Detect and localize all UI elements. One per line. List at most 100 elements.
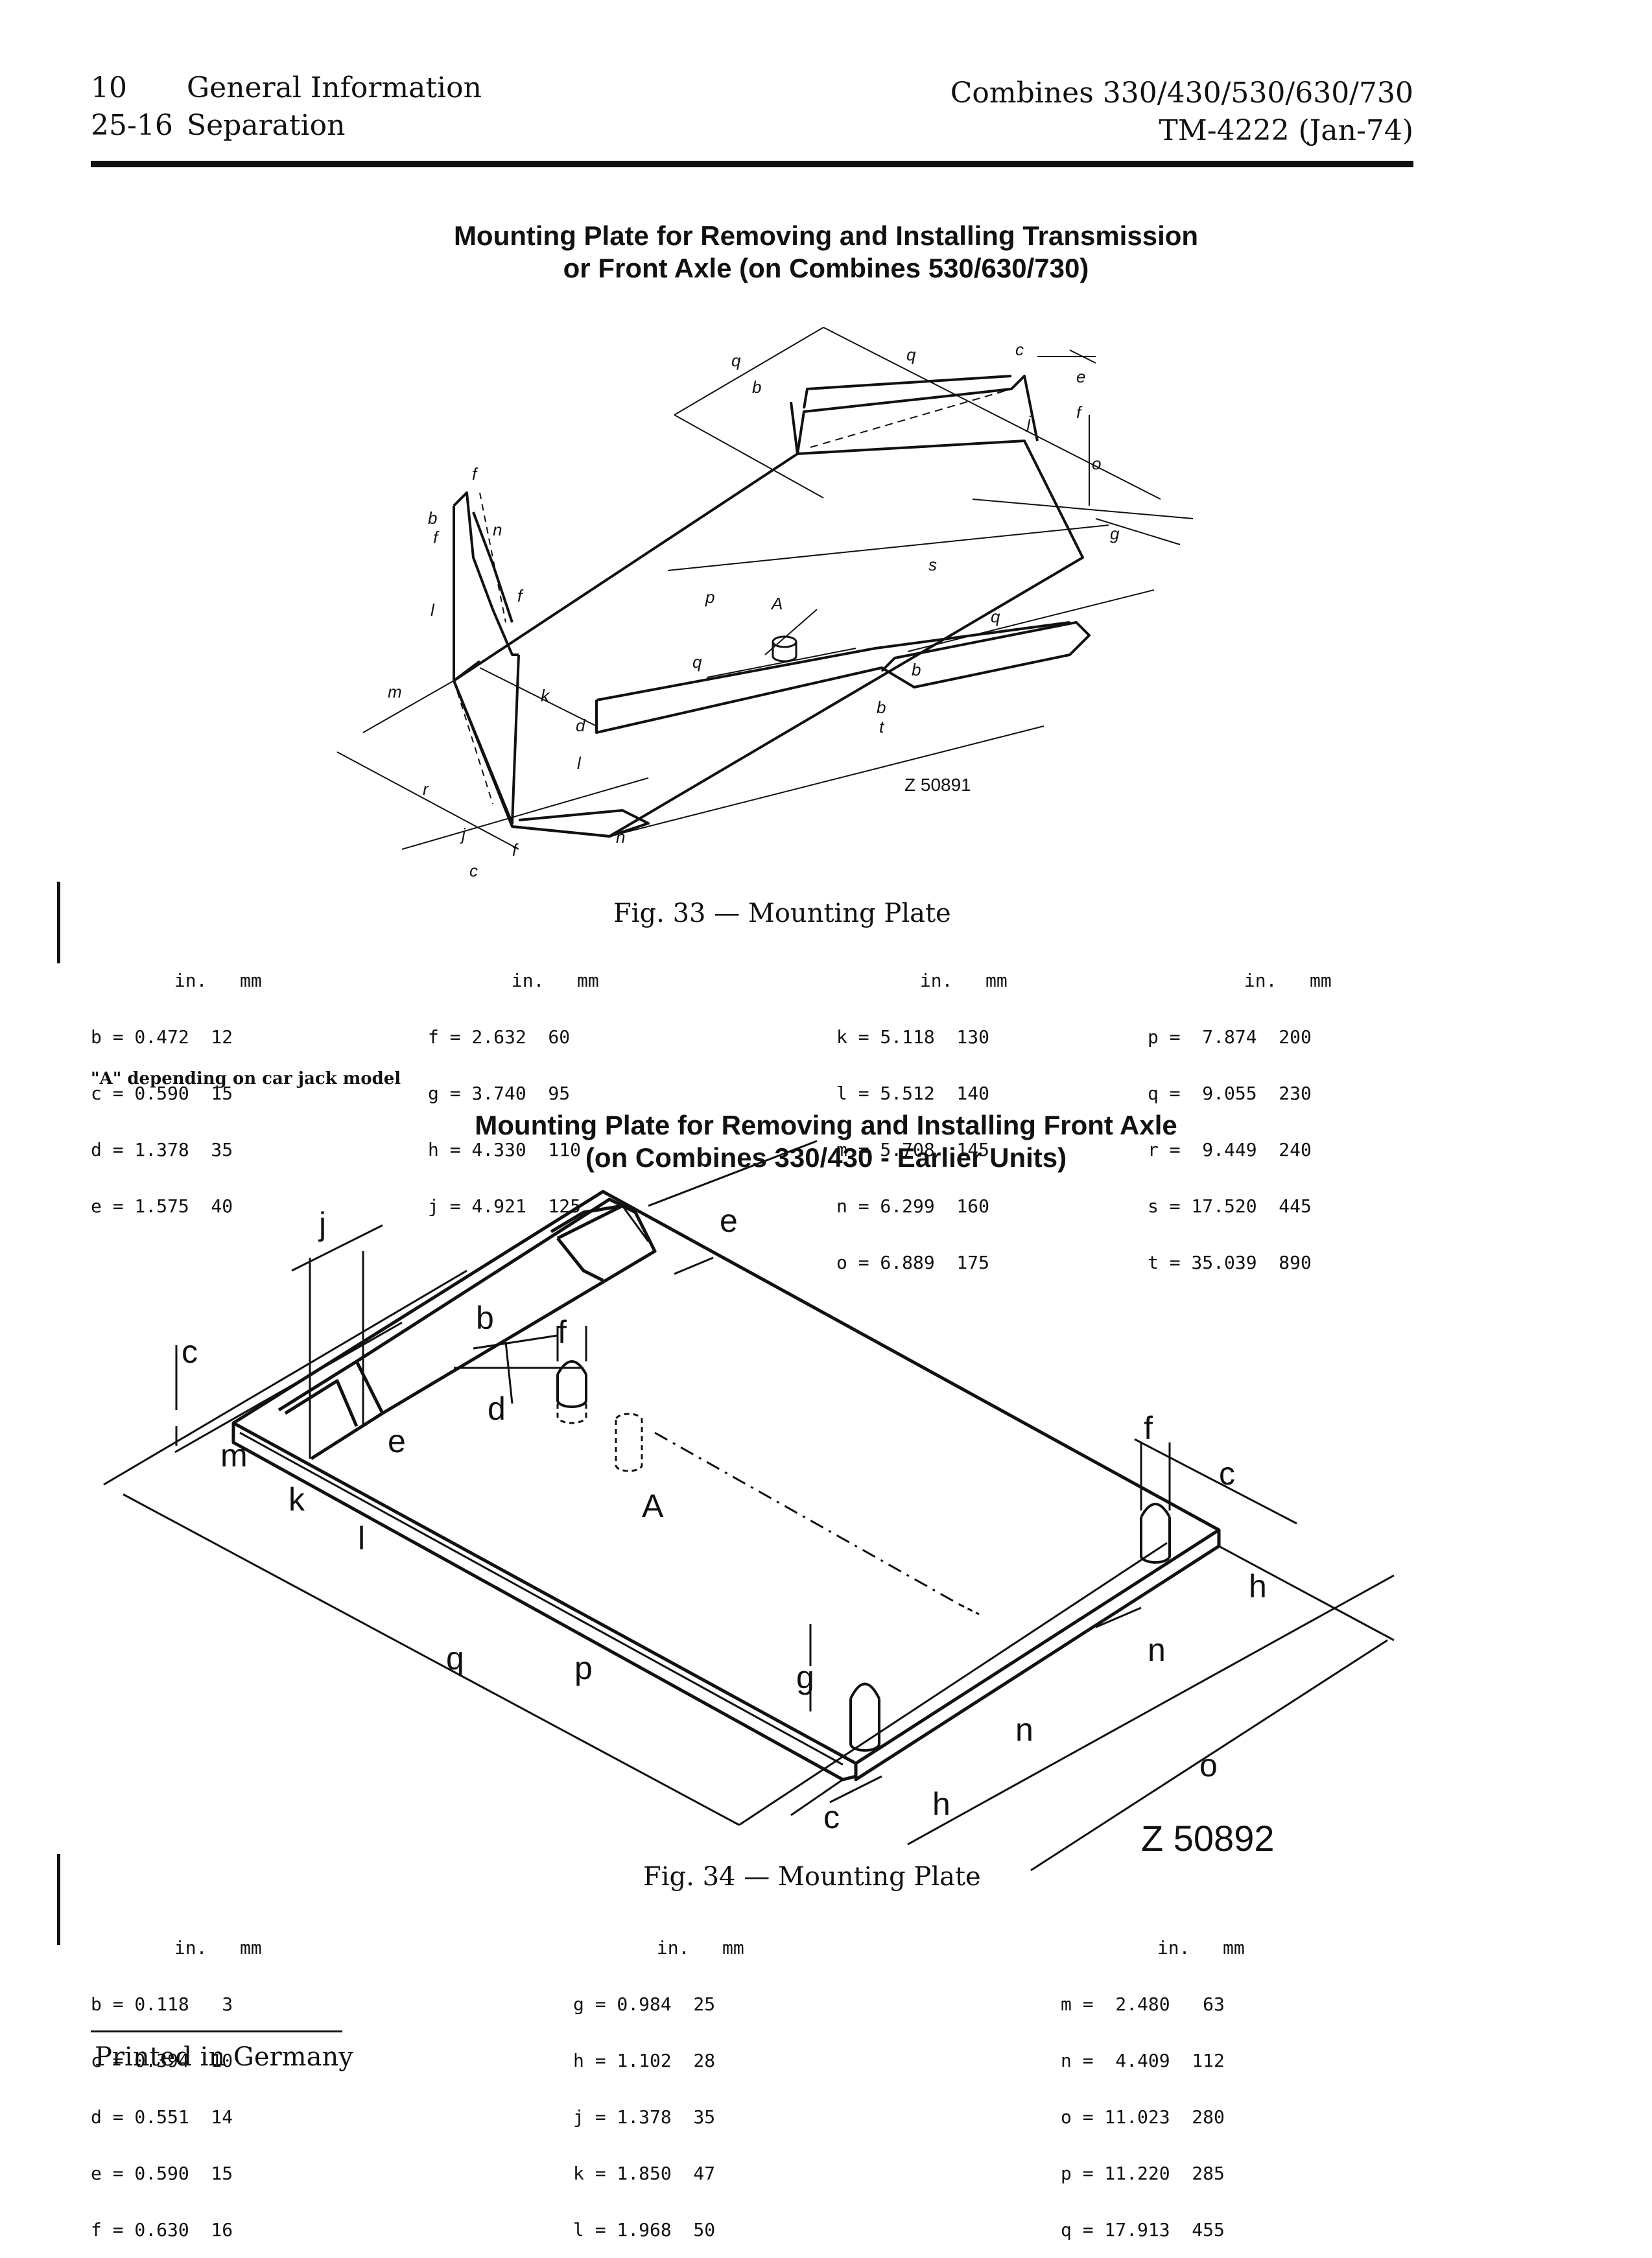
fig33-row-e: e = 1.575 40 [91,1195,233,1217]
fig34-label-f2: f [1144,1410,1153,1446]
fig34-plate-outline [231,1190,1221,1765]
fig33-label-j2: j [460,825,466,844]
fig34-label-A: A [642,1488,664,1524]
fig33-row-j: j = 4.921 125 [428,1195,582,1217]
fig33-row-q: q = 9.055 230 [1148,1083,1312,1104]
fig33-label-q4: q [692,652,702,672]
fig33-label-f4: f [517,586,524,606]
fig33-label-f3: f [433,528,440,547]
fig33-label-r: r [423,779,429,799]
fig34-label-c1: c [182,1334,198,1370]
fig33-label-q1: q [731,351,741,370]
fig34-row-h: h = 1.102 28 [573,2050,716,2071]
fig34-label-b: b [476,1300,494,1336]
fig34-label-j: j [318,1206,326,1242]
fig33-label-s: s [928,555,937,574]
fig34-label-c3: c [823,1799,840,1835]
fig34-label-m: m [220,1437,248,1474]
fig33-row-f: f = 2.632 60 [428,1026,571,1048]
fig33-label-g: g [1110,524,1120,543]
fig33-label-n: n [493,520,502,539]
fig33-label-b2: b [912,660,921,679]
fig34-row-f: f = 0.630 16 [91,2219,233,2240]
fig34-col3-units: in. mm [1146,1937,1245,1958]
fig33-label-b1: b [752,377,761,397]
fig33-label-m: m [388,682,402,701]
fig33-label-q2: q [906,345,916,364]
fig34-pin-rear [556,1374,587,1408]
fig34-pin-right [1140,1517,1171,1564]
fig33-label-e: e [1076,367,1085,386]
fig34-label-g: g [796,1659,814,1695]
subsection-number: 25-16 [91,109,173,142]
fig33-row-r: r = 9.449 240 [1148,1139,1312,1160]
fig34-row-m: m = 2.480 63 [1061,1993,1225,2015]
fig33-row-t: t = 35.039 890 [1148,1252,1312,1273]
fig33-label-f2: f [472,464,478,484]
fig34-row-k: k = 1.850 47 [573,2163,716,2184]
fig33-note: "A" depending on car jack model [91,1069,401,1088]
fig33-row-g: g = 3.740 95 [428,1083,571,1104]
fig34-jack-pad [615,1413,643,1472]
fig33-col4-units: in. mm [1233,970,1332,991]
fig34-row-d: d = 0.551 14 [91,2106,233,2128]
printed-in: Printed in Germany [95,2042,353,2072]
fig33-row-b: b = 0.472 12 [91,1026,233,1048]
fig33-col2-units: in. mm [501,970,599,991]
fig34-row-e: e = 0.590 15 [91,2163,233,2184]
fig34-change-bar [57,1854,60,1945]
fig34-row-j: j = 1.378 35 [573,2106,716,2128]
fig34-row-p: p = 11.220 285 [1061,2163,1225,2184]
fig34-label-h1: h [1249,1568,1267,1605]
fig33-col3-units: in. mm [909,970,1008,991]
publication-title: Combines 330/430/530/630/730 [950,76,1413,110]
fig33-row-k: k = 5.118 130 [836,1026,990,1048]
fig33-row-c: c = 0.590 15 [91,1083,233,1104]
fig33-row-s: s = 17.520 445 [1148,1195,1312,1217]
fig33-col3: in. mm k = 5.118 130 l = 5.512 140 m = 5… [836,934,1008,1291]
fig33-caption: Fig. 33 — Mounting Plate [613,899,951,928]
fig34-col3: in. mm m = 2.480 63 n = 4.409 112 o = 11… [1061,1901,1245,2258]
fig33-label-b4: b [428,508,437,528]
fig33-row-h: h = 4.330 110 [428,1139,582,1160]
fig33-row-d: d = 1.378 35 [91,1139,233,1160]
fig33-label-l2: l [577,753,582,773]
fig34-col1: in. mm b = 0.118 3 c = 0.394 10 d = 0.55… [91,1901,262,2258]
fig34-label-e1: e [720,1203,738,1239]
fig34-label-c2: c [1219,1455,1235,1492]
fig34-row-o: o = 11.023 280 [1061,2106,1225,2128]
fig33-row-p: p = 7.874 200 [1148,1026,1312,1048]
fig33-label-b3: b [877,698,886,717]
fig34-title-line1: Mounting Plate for Removing and Installi… [475,1110,1177,1140]
fig33-drawing: q q c e f b j o g s p A q q b b t f b f … [336,327,1194,880]
fig33-label-o: o [1092,454,1101,473]
fig33-label-j1: j [1025,412,1032,432]
fig34-label-q: q [446,1640,464,1676]
fig33-drawing-number: Z 50891 [904,775,971,795]
fig33-label-h: h [616,827,625,847]
fig34-row-l: l = 1.968 50 [573,2219,716,2240]
fig33-col2: in. mm f = 2.632 60 g = 3.740 95 h = 4.3… [428,934,599,1234]
fig34-caption: Fig. 34 — Mounting Plate [643,1862,981,1892]
section-title: General Information [187,71,482,104]
fig34-label-f1: f [558,1314,567,1350]
page-number: 10 [91,71,127,104]
fig34-label-k: k [289,1481,305,1518]
fig33-label-c1: c [1015,340,1024,359]
fig34-label-h2: h [932,1786,950,1822]
fig33-label-c2: c [469,861,478,880]
fig34-col1-units: in. mm [163,1937,262,1958]
fig34-label-e2: e [388,1423,406,1459]
fig33-col4: in. mm p = 7.874 200 q = 9.055 230 r = 9… [1148,934,1332,1291]
fig34-label-d: d [488,1391,506,1427]
fig33-col1-units: in. mm [163,970,262,991]
fig34-label-n2: n [1015,1711,1033,1748]
fig34-label-o: o [1199,1747,1218,1783]
fig33-row-m: m = 5.708 145 [836,1139,990,1160]
fig34-row-g: g = 0.984 25 [573,1993,716,2015]
fig34-title-line2: (on Combines 330/430 - Earlier Units) [585,1142,1067,1173]
fig33-label-d: d [576,716,586,735]
fig33-col1: in. mm b = 0.472 12 c = 0.590 15 d = 1.3… [91,934,262,1234]
fig33-label-t: t [879,717,885,736]
fig33-label-p: p [705,587,714,607]
